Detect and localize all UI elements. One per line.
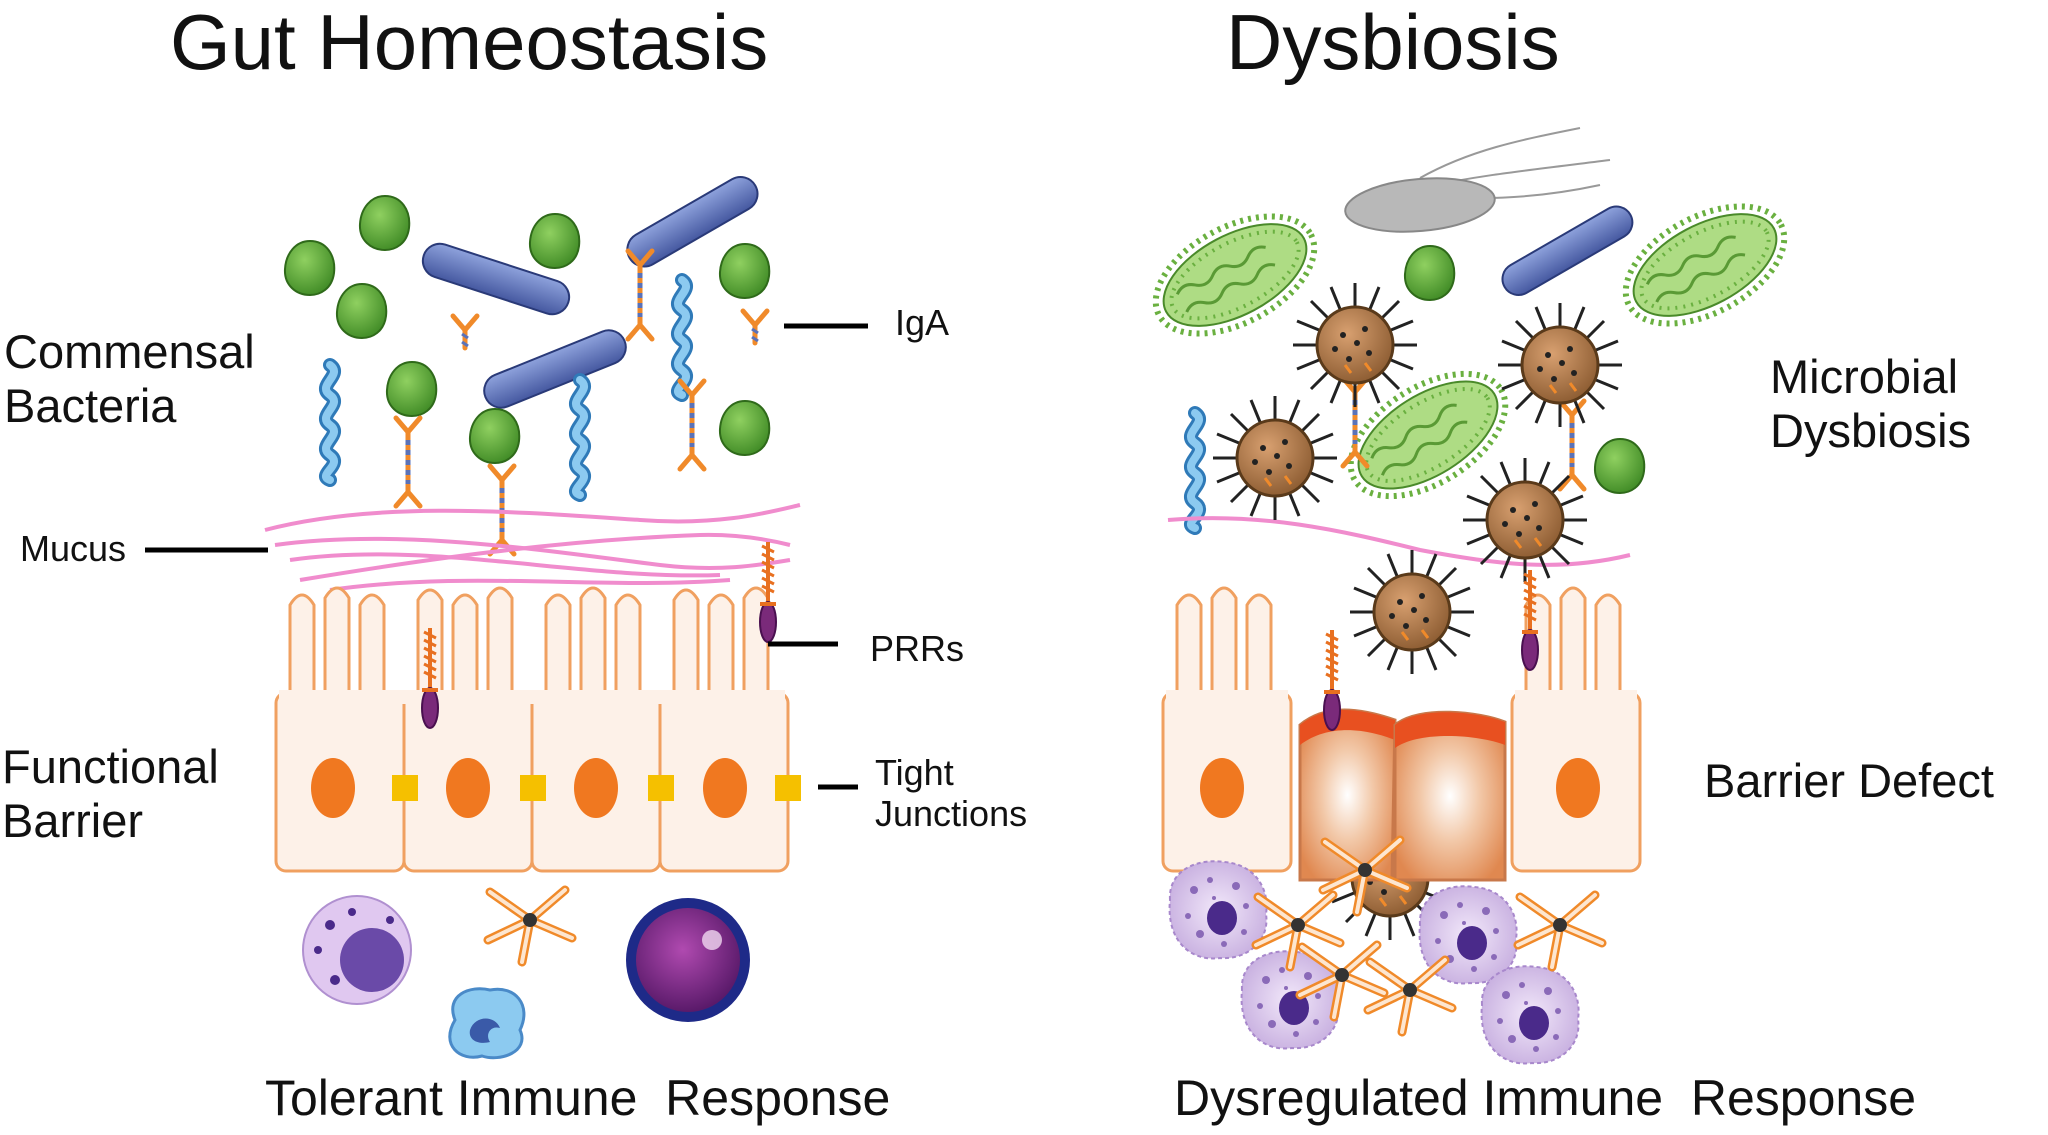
functional-barrier-label: Functional Barrier xyxy=(2,740,219,848)
tolerant-response-caption: Tolerant Immune Response xyxy=(265,1070,891,1126)
prrs-label: PRRs xyxy=(870,628,965,669)
commensal-bacteria-label: Commensal Bacteria xyxy=(4,325,255,433)
tight-label-line1: Tight xyxy=(875,752,954,793)
mucus-label: Mucus xyxy=(20,528,127,569)
commensal-label-line1: Commensal xyxy=(4,325,255,378)
microbial-dysbiosis-label: Microbial Dysbiosis xyxy=(1770,350,1971,458)
label-pointers xyxy=(145,323,868,790)
homeostasis-title: Gut Homeostasis xyxy=(170,0,769,86)
functional-label-line2: Barrier xyxy=(2,794,144,848)
flagellated-pathogen xyxy=(1344,127,1611,233)
tight-label-line2: Junctions xyxy=(875,793,1028,835)
iga-label: IgA xyxy=(895,302,950,343)
commensal-label-line2: Bacteria xyxy=(4,379,177,433)
dysbiosis-illustration xyxy=(1137,127,1804,1065)
functional-label-line1: Functional xyxy=(2,740,219,793)
epithelial-cells xyxy=(274,586,801,873)
damaged-epithelium xyxy=(1161,586,1642,882)
tolerant-immune-cells xyxy=(302,890,750,1060)
mucus-layer xyxy=(264,503,801,592)
microbial-label-line2: Dysbiosis xyxy=(1770,404,1972,458)
overgrowth-bacteria xyxy=(1137,182,1804,521)
dysregulated-response-caption: Dysregulated Immune Response xyxy=(1174,1070,1917,1126)
tight-junctions-label: Tight Junctions xyxy=(875,752,1027,835)
rod-bacteria xyxy=(421,176,759,409)
thinned-mucus xyxy=(1167,516,1631,567)
dysbiosis-title: Dysbiosis xyxy=(1226,0,1560,86)
barrier-defect-label: Barrier Defect xyxy=(1704,754,1994,807)
tight-junctions xyxy=(392,775,801,801)
homeostasis-illustration xyxy=(264,176,801,1060)
microbial-label-line1: Microbial xyxy=(1770,350,1959,403)
